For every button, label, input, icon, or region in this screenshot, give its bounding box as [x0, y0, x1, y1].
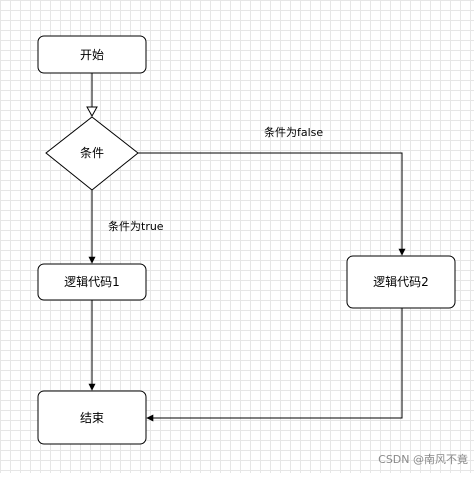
- true-branch-label: 条件为true: [108, 219, 164, 233]
- logic2-node[interactable]: 逻辑代码2: [346, 255, 456, 309]
- logic1-node[interactable]: 逻辑代码1: [37, 263, 147, 301]
- watermark: CSDN @南风不竟: [378, 453, 468, 466]
- edge-condition-to-logic2: 条件为false: [138, 125, 406, 256]
- logic2-node-label: 逻辑代码2: [373, 275, 429, 289]
- start-node-label: 开始: [80, 48, 104, 62]
- end-node[interactable]: 结束: [37, 390, 147, 445]
- condition-node-label: 条件: [80, 146, 104, 160]
- edge-condition-to-logic1: 条件为true: [88, 190, 164, 264]
- hollow-arrowhead-icon: [86, 106, 98, 118]
- logic1-node-label: 逻辑代码1: [64, 275, 120, 289]
- end-node-label: 结束: [80, 411, 104, 425]
- condition-node[interactable]: 条件: [45, 116, 139, 191]
- false-branch-label: 条件为false: [264, 125, 323, 139]
- edge-start-to-condition: [86, 73, 98, 118]
- start-node[interactable]: 开始: [37, 35, 147, 74]
- edge-logic2-to-end: [146, 308, 403, 422]
